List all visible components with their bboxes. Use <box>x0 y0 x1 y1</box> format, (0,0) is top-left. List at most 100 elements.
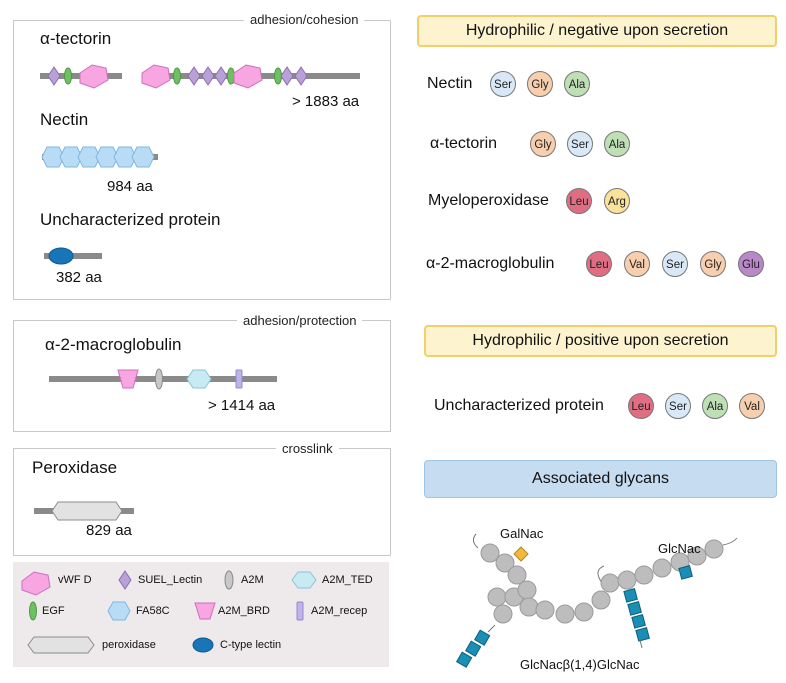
macroglobulin-title: α-2-macroglobulin <box>45 335 182 354</box>
residue-row-label: α-tectorin <box>430 135 498 152</box>
legend-label-fa58c: FA58C <box>136 605 170 617</box>
residue-glu-badge: Glu <box>738 251 764 277</box>
galnac-label: GalNac <box>500 526 544 541</box>
glcnac-residue <box>678 565 693 580</box>
glycan-residue <box>480 543 500 563</box>
residue-ser-badge: Ser <box>665 393 691 419</box>
suel-domain <box>187 66 201 86</box>
residue-val-badge: Val <box>624 251 650 277</box>
tectorin-title: α-tectorin <box>40 29 112 48</box>
uncharacterized-length: 382 aa <box>56 269 102 286</box>
legend-label-a2m-ted: A2M_TED <box>322 574 373 586</box>
residue-val-badge: Val <box>739 393 765 419</box>
glcnac-residue <box>631 614 646 629</box>
residue-ala-badge: Ala <box>702 393 728 419</box>
residue-arg-badge: Arg <box>604 188 630 214</box>
glycan-residue <box>487 587 507 607</box>
vwfd-legend-icon <box>21 571 51 596</box>
glycan-residue <box>493 604 513 624</box>
a2m-recep-legend-icon <box>296 601 304 621</box>
residue-gly-badge: Gly <box>530 131 556 157</box>
glycan-residue <box>591 590 611 610</box>
glycan-residue <box>634 565 654 585</box>
glycan-residue <box>507 565 527 585</box>
a2m-recep-domain <box>235 369 243 389</box>
legend-label-a2m-brd: A2M_BRD <box>218 605 270 617</box>
residue-ala-badge: Ala <box>564 71 590 97</box>
vwfd-domain <box>79 64 109 89</box>
adhesion-panel-tag: adhesion/cohesion <box>244 12 365 27</box>
residue-row-label: α-2-macroglobulin <box>426 255 555 272</box>
glycan-residue <box>495 553 515 573</box>
suel-domain <box>47 66 61 86</box>
uncharacterized-title: Uncharacterized protein <box>40 210 221 229</box>
residue-ala-badge: Ala <box>604 131 630 157</box>
ctype-legend-icon <box>192 637 214 653</box>
a2m-brd-domain <box>117 369 139 389</box>
residue-row-label: Uncharacterized protein <box>434 397 604 414</box>
legend-label-ctype: C-type lectin <box>220 639 282 651</box>
legend-label-peroxidase: peroxidase <box>102 639 156 651</box>
egf-legend-icon <box>29 601 37 621</box>
ctype-lectin-domain <box>48 247 74 265</box>
legend-label-a2m: A2M <box>241 574 264 586</box>
glcnac-residue <box>455 651 473 668</box>
residue-gly-badge: Gly <box>700 251 726 277</box>
egf-domain <box>64 67 72 85</box>
suel-domain <box>201 66 215 86</box>
residue-leu-badge: Leu <box>586 251 612 277</box>
glycan-residue <box>704 539 724 559</box>
legend-label-vwfd: vWF D <box>58 574 92 586</box>
positive-secretion-banner: Hydrophilic / positive upon secretion <box>424 325 777 357</box>
peroxidase-legend-icon <box>27 636 95 654</box>
residue-leu-badge: Leu <box>566 188 592 214</box>
a2m-ted-legend-icon <box>291 571 317 589</box>
peroxidase-domain <box>51 501 123 521</box>
residue-row-label: Myeloperoxidase <box>428 192 549 209</box>
glcnac-residue <box>464 640 482 657</box>
glycan-residue <box>519 597 539 617</box>
a2m-ted-domain <box>186 369 212 389</box>
nectin-length: 984 aa <box>107 178 153 195</box>
peroxidase-title: Peroxidase <box>32 458 118 477</box>
glcnac-label: GlcNac <box>658 541 701 556</box>
legend-label-egf: EGF <box>42 605 65 617</box>
suel-domain <box>280 66 294 86</box>
tectorin-length: > 1883 aa <box>292 93 360 110</box>
associated-glycans-banner: Associated glycans <box>424 460 777 498</box>
glycan-residue <box>555 604 575 624</box>
macroglobulin-length: > 1414 aa <box>208 397 276 414</box>
glycan-residue <box>574 602 594 622</box>
residue-gly-badge: Gly <box>527 71 553 97</box>
vwfd-domain <box>233 64 263 89</box>
glcnac-residue <box>635 627 650 642</box>
suel-legend-icon <box>118 570 132 590</box>
glcnac-residue <box>473 629 491 646</box>
a2m-domain <box>155 368 163 390</box>
galnac-residue <box>513 546 529 562</box>
linkage-label: GlcNacβ(1,4)GlcNac <box>520 657 640 672</box>
nectin-title: Nectin <box>40 110 89 129</box>
vwfd-domain <box>141 64 171 89</box>
glycan-residue <box>517 580 537 600</box>
glycan-residue <box>652 558 672 578</box>
fa58c-domain <box>131 146 155 168</box>
glycan-residue <box>687 546 707 566</box>
legend-label-suel: SUEL_Lectin <box>138 574 203 586</box>
glcnac-residue <box>627 601 642 616</box>
negative-secretion-banner: Hydrophilic / negative upon secretion <box>417 15 777 47</box>
fa58c-legend-icon <box>107 601 131 621</box>
residue-ser-badge: Ser <box>490 71 516 97</box>
a2m-legend-icon <box>224 570 234 590</box>
glcnac-residue <box>623 588 638 603</box>
glycan-residue <box>617 570 637 590</box>
residue-row-label: Nectin <box>427 75 473 92</box>
legend-label-a2m-recep: A2M_recep <box>311 605 368 617</box>
protection-panel-tag: adhesion/protection <box>237 313 363 328</box>
a2m-brd-legend-icon <box>194 602 216 620</box>
residue-ser-badge: Ser <box>662 251 688 277</box>
peroxidase-length: 829 aa <box>86 522 132 539</box>
residue-leu-badge: Leu <box>628 393 654 419</box>
